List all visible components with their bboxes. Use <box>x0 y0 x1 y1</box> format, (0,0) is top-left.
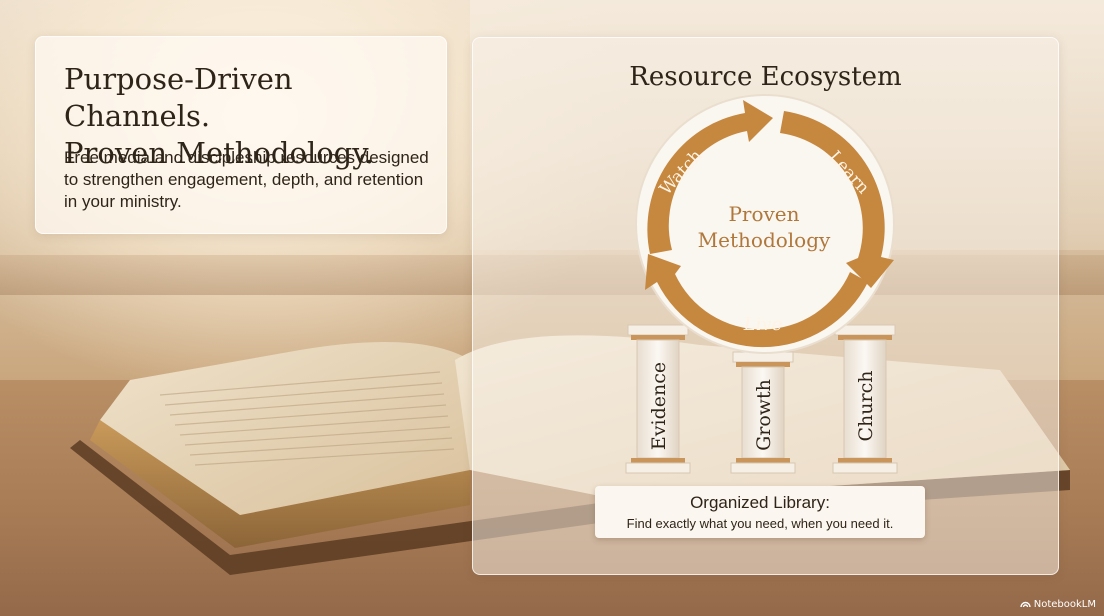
headline: Purpose-Driven Channels. Proven Methodol… <box>64 61 434 172</box>
ecosystem-title: Resource Ecosystem <box>629 62 902 92</box>
arrow-watch <box>647 100 773 254</box>
pillar-label-growth: Growth <box>753 379 775 451</box>
intro-description: Free media and discipleship resources de… <box>64 148 429 211</box>
organized-library-box: Organized Library: Find exactly what you… <box>595 486 925 538</box>
library-title: Organized Library: <box>690 493 830 512</box>
ecosystem-diagram: Evidence Growth Church Watch Learn Live … <box>625 94 898 474</box>
pillar-church <box>832 324 898 474</box>
brand-name: NotebookLM <box>1033 599 1096 610</box>
cycle-step-live: Live <box>743 314 783 335</box>
cycle-disc <box>635 94 895 354</box>
notebooklm-watermark: NotebookLM <box>1020 599 1096 610</box>
pillar-label-church: Church <box>855 371 877 442</box>
pillar-growth <box>730 351 796 474</box>
intro-panel: Purpose-Driven Channels. Proven Methodol… <box>35 36 447 234</box>
arrow-live <box>645 254 868 348</box>
arrow-learn <box>780 111 894 288</box>
cycle-center-line-2: Methodology <box>698 228 831 252</box>
ecosystem-panel: Resource Ecosystem <box>472 37 1059 575</box>
pillar-label-evidence: Evidence <box>648 362 670 450</box>
notebooklm-logo-icon <box>1020 601 1031 608</box>
pillar-evidence <box>625 324 691 474</box>
cycle-center-line-1: Proven <box>728 202 799 226</box>
headline-line-2: Proven Methodology. <box>64 136 374 170</box>
headline-line-1: Purpose-Driven Channels. <box>64 62 293 133</box>
library-subtitle: Find exactly what you need, when you nee… <box>626 516 894 531</box>
cycle-arrows <box>645 100 894 348</box>
